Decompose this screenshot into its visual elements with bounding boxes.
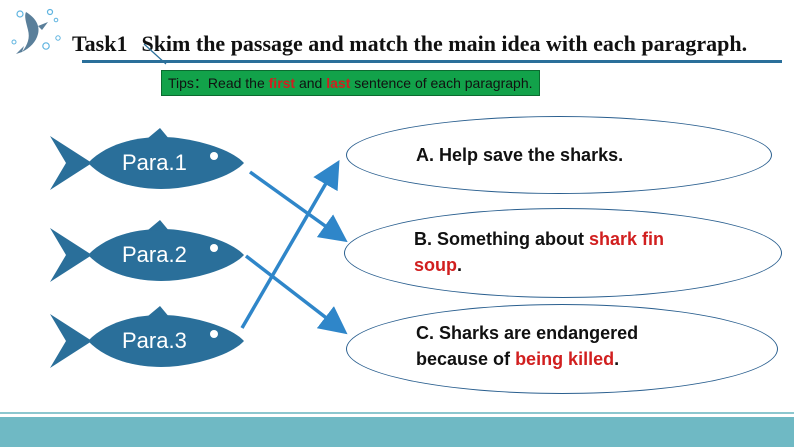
- tips-last: last: [326, 75, 351, 91]
- fish-para-3[interactable]: Para.3: [48, 306, 248, 376]
- idea-c-red: being killed: [515, 349, 615, 369]
- fish-icon: [50, 306, 244, 368]
- idea-c-post: .: [614, 349, 620, 369]
- footer-line: [0, 412, 794, 414]
- shark-logo-icon: [11, 8, 61, 54]
- idea-c-pre: because of: [416, 349, 511, 369]
- idea-a-ellipse[interactable]: [346, 116, 772, 194]
- idea-b-red2: soup: [414, 255, 457, 275]
- idea-b-text: B. Something about shark fin soup.: [414, 226, 734, 278]
- idea-c-text: C. Sharks are endangered because of bein…: [416, 320, 736, 372]
- page-title: Task1 Skim the passage and match the mai…: [72, 26, 747, 62]
- fish-label: Para.3: [122, 328, 187, 353]
- idea-c-ellipse[interactable]: [346, 304, 778, 394]
- idea-b-pre: B. Something about: [414, 229, 584, 249]
- fish-para-1[interactable]: Para.1: [48, 128, 248, 198]
- idea-b-ellipse[interactable]: [344, 208, 782, 298]
- footer-bar: [0, 417, 794, 447]
- task-label: Task1: [72, 31, 128, 56]
- tips-box: Tips：Read the first and last sentence of…: [161, 70, 540, 96]
- tips-suffix: sentence of each paragraph.: [354, 75, 533, 91]
- arrow-2-to-c: [244, 254, 348, 335]
- idea-a-text: A. Help save the sharks.: [416, 142, 623, 168]
- tips-prefix: Tips：Read the: [168, 75, 265, 91]
- idea-b-post: .: [457, 255, 463, 275]
- fish-para-2[interactable]: Para.2: [48, 220, 248, 290]
- arrow-1-to-b: [248, 170, 348, 243]
- tips-and: and: [298, 75, 323, 91]
- fish-label: Para.2: [122, 242, 187, 267]
- task-instruction: Skim the passage and match the main idea…: [141, 31, 748, 56]
- tips-first: first: [268, 75, 296, 91]
- title-underline: [82, 60, 782, 63]
- fish-label: Para.1: [122, 150, 187, 175]
- fish-icon: [50, 128, 244, 190]
- idea-a-label: A. Help save the sharks.: [416, 145, 624, 165]
- idea-b-red: shark fin: [589, 229, 665, 249]
- fish-icon: [50, 220, 244, 282]
- idea-c-line1: C. Sharks are endangered: [416, 323, 639, 343]
- arrow-3-to-a: [240, 159, 340, 329]
